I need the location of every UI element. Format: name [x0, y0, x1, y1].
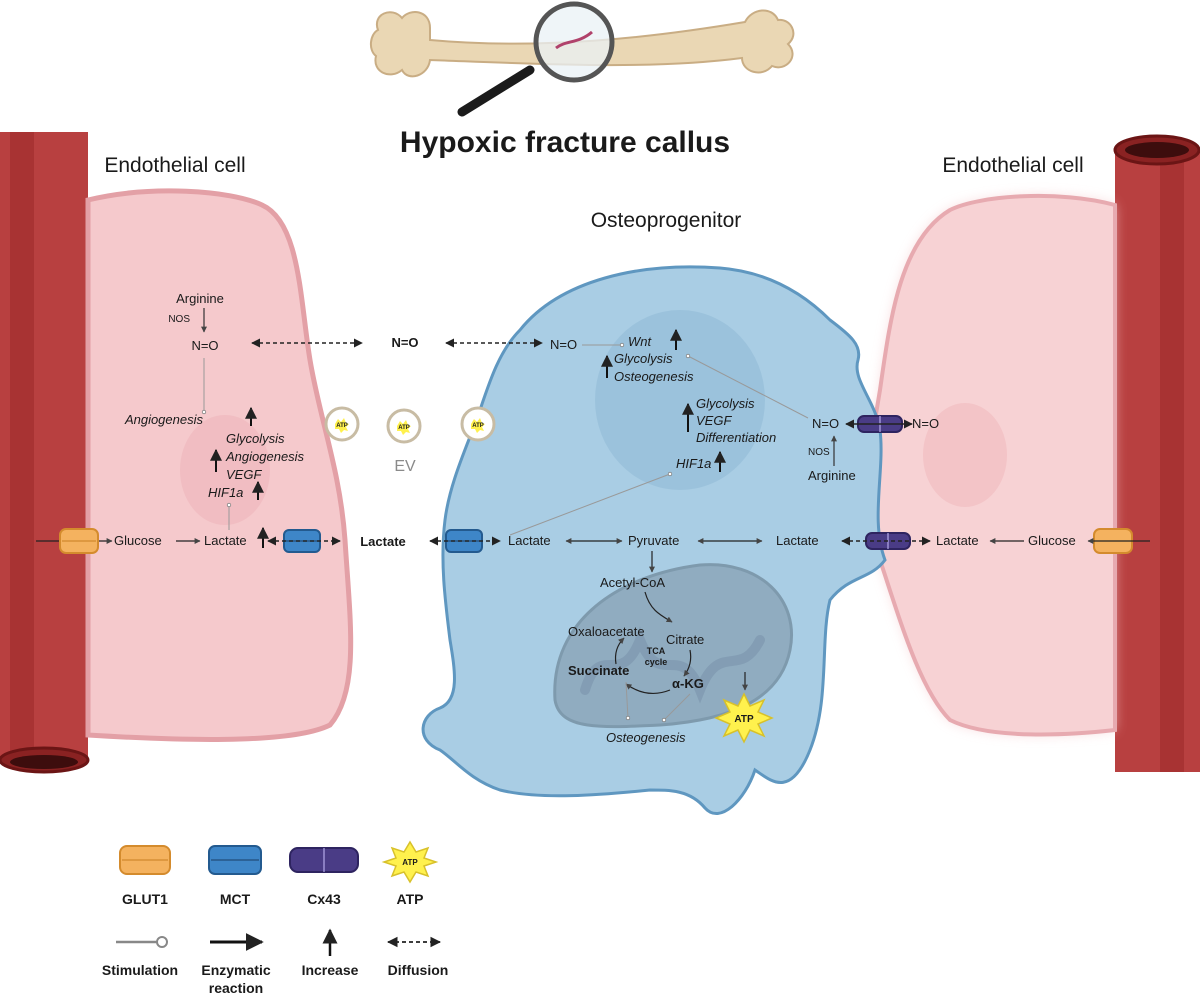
right-blood-vessel — [1113, 134, 1200, 772]
extracellular-no: N=O — [391, 335, 418, 350]
left-lactate: Lactate — [204, 533, 247, 548]
left-endothelial-title: Endothelial cell — [104, 154, 245, 177]
osteo-oxaloacetate: Oxaloacetate — [568, 624, 645, 639]
left-angiogenesis: Angiogenesis — [124, 412, 204, 427]
osteo-no: N=O — [550, 337, 577, 352]
atp-star-label: ATP — [734, 714, 754, 725]
osteo-vegf: VEGF — [696, 413, 732, 428]
osteo-osteogenesis2: Osteogenesis — [606, 730, 686, 745]
osteo-no-right: N=O — [812, 416, 839, 431]
legend-enzymatic-2: reaction — [209, 980, 263, 996]
right-no: N=O — [912, 416, 939, 431]
osteo-hif1a: HIF1a — [676, 456, 711, 471]
legend-glut1-icon — [119, 845, 171, 875]
osteo-wnt: Wnt — [628, 334, 653, 349]
left-no: N=O — [191, 338, 218, 353]
legend-increase: Increase — [302, 962, 359, 978]
osteo-glycolysis: Glycolysis — [614, 351, 673, 366]
osteo-nos: NOS — [808, 447, 830, 458]
citrate-to-akg-arrow — [683, 649, 692, 677]
atp-star-icon: ATP — [714, 692, 774, 744]
magnifier-icon — [457, 1, 615, 117]
right-endothelial-cell — [866, 193, 1117, 737]
osteo-osteogenesis: Osteogenesis — [614, 369, 694, 384]
akg-osteogenesis-stimulation — [661, 693, 691, 723]
legend-glut1: GLUT1 — [122, 891, 168, 907]
legend: GLUT1 MCT Cx43 ATP ATP Stimulation Enzym… — [102, 840, 449, 996]
osteoprogenitor-cell — [421, 265, 887, 815]
legend-stimulation: Stimulation — [102, 962, 178, 978]
left-endothelial-cell — [85, 188, 354, 742]
left-hif1a: HIF1a — [208, 485, 243, 500]
right-glucose: Glucose — [1028, 533, 1076, 548]
osteoprogenitor-title: Osteoprogenitor — [591, 209, 742, 232]
ev-atp-label-middle: ATP — [398, 425, 410, 431]
succinate-to-oxaloacetate-arrow — [614, 637, 625, 665]
acetyl-to-citrate-arrow — [644, 591, 673, 623]
legend-mct: MCT — [220, 891, 251, 907]
legend-atp-icon-label: ATP — [402, 858, 418, 867]
right-lactate: Lactate — [936, 533, 979, 548]
left-glucose: Glucose — [114, 533, 162, 548]
osteo-lactate-hif-stimulation — [509, 471, 673, 536]
legend-mct-icon — [208, 845, 262, 875]
ev-vesicle-right: ATP — [460, 406, 496, 442]
extracellular-lactate: Lactate — [360, 534, 406, 549]
left-arginine: Arginine — [176, 291, 224, 306]
left-glut1-transporter — [59, 528, 99, 554]
akg-to-succinate-arrow — [625, 683, 671, 694]
osteo-arginine: Arginine — [808, 468, 856, 483]
osteo-lactate-left: Lactate — [508, 533, 551, 548]
legend-enzymatic-1: Enzymatic — [201, 962, 270, 978]
left-blood-vessel — [0, 132, 90, 774]
left-glycolysis: Glycolysis — [226, 431, 285, 446]
ev-vesicle-left: ATP — [324, 406, 360, 442]
legend-diffusion: Diffusion — [388, 962, 449, 978]
osteo-citrate: Citrate — [666, 632, 704, 647]
left-vegf: VEGF — [226, 467, 262, 482]
ev-label: EV — [394, 458, 416, 475]
tca-label-1: TCA — [647, 646, 666, 656]
osteo-acetyl-coa: Acetyl-CoA — [600, 575, 665, 590]
page-title: Hypoxic fracture callus — [400, 126, 730, 159]
osteo-glycolysis2: Glycolysis — [696, 396, 755, 411]
osteo-succinate: Succinate — [568, 663, 629, 678]
legend-atp-icon: ATP — [381, 840, 439, 884]
right-endothelial-title: Endothelial cell — [942, 154, 1083, 177]
succinate-osteogenesis-stimulation — [625, 681, 631, 721]
left-nos: NOS — [168, 314, 190, 325]
ev-atp-label-right: ATP — [472, 423, 484, 429]
legend-stimulation-circle-icon — [156, 936, 168, 948]
osteo-lactate-right: Lactate — [776, 533, 819, 548]
left-angiogenesis2: Angiogenesis — [225, 449, 305, 464]
legend-cx43-icon — [289, 847, 359, 873]
ev-atp-label-left: ATP — [336, 423, 348, 429]
osteo-differentiation: Differentiation — [696, 430, 776, 445]
ev-vesicle-middle: ATP — [386, 408, 422, 444]
legend-atp: ATP — [397, 891, 424, 907]
tca-label-2: cycle — [645, 657, 668, 667]
osteo-no-glycolysis-stimulation — [685, 353, 809, 419]
osteo-pyruvate: Pyruvate — [628, 533, 679, 548]
osteo-akg: α-KG — [672, 676, 704, 691]
legend-cx43: Cx43 — [307, 891, 341, 907]
